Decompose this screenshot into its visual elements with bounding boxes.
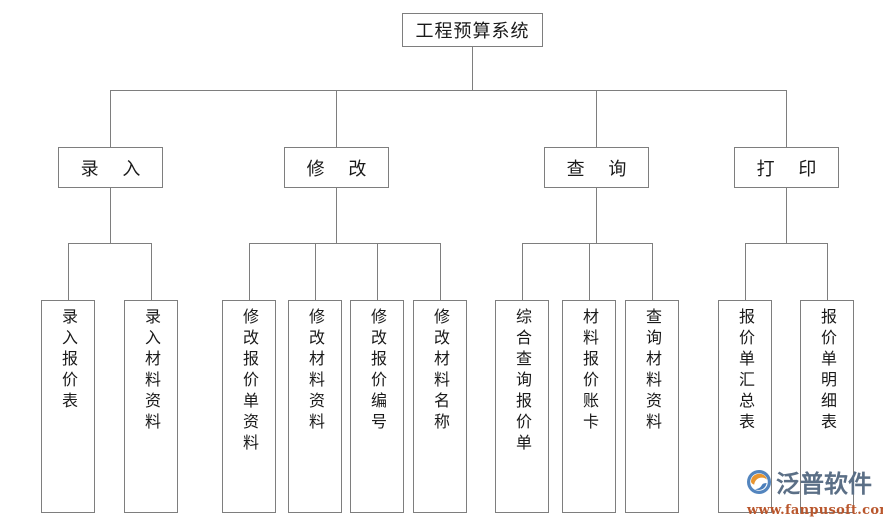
node-leaf-modify-quote-order-data-label: 修改报价单资料 xyxy=(240,308,260,455)
connector-bus2-to-leaf-1 xyxy=(249,243,250,300)
node-leaf-query-material-data[interactable]: 查询材料资料 xyxy=(625,300,679,513)
node-leaf-entry-material-data-label: 录入材料资料 xyxy=(142,308,162,434)
node-leaf-comprehensive-query-quote-label: 综合查询报价单 xyxy=(513,308,533,455)
node-category-entry-label: 录 入 xyxy=(80,158,150,180)
node-category-query[interactable]: 查 询 xyxy=(544,147,649,188)
node-category-modify-label: 修 改 xyxy=(306,158,376,180)
node-leaf-quote-detail-sheet-label: 报价单明细表 xyxy=(818,308,838,434)
node-leaf-modify-quote-number-label: 修改报价编号 xyxy=(368,308,388,434)
connector-category-4-bus xyxy=(745,243,827,244)
connector-bus2-to-leaf-2 xyxy=(315,243,316,300)
node-leaf-comprehensive-query-quote[interactable]: 综合查询报价单 xyxy=(495,300,549,513)
connector-bus1-to-leaf-2 xyxy=(151,243,152,300)
node-leaf-entry-quote-sheet-label: 录入报价表 xyxy=(59,308,79,413)
node-leaf-modify-material-name[interactable]: 修改材料名称 xyxy=(413,300,467,513)
connector-bus4-to-leaf-1 xyxy=(745,243,746,300)
node-root-label: 工程预算系统 xyxy=(415,21,530,42)
connector-category-4-stem xyxy=(786,188,787,243)
node-leaf-modify-material-name-label: 修改材料名称 xyxy=(431,308,451,434)
connector-category-3-stem xyxy=(596,188,597,243)
connector-bus3-to-leaf-3 xyxy=(652,243,653,300)
connector-bus3-to-leaf-2 xyxy=(589,243,590,300)
connector-bus-to-category-4 xyxy=(786,90,787,147)
connector-main-bus xyxy=(110,90,786,91)
node-root[interactable]: 工程预算系统 xyxy=(402,13,543,47)
node-category-modify[interactable]: 修 改 xyxy=(284,147,389,188)
connector-bus-to-category-2 xyxy=(336,90,337,147)
node-leaf-modify-quote-order-data[interactable]: 修改报价单资料 xyxy=(222,300,276,513)
connector-category-3-bus xyxy=(522,243,652,244)
node-leaf-quote-detail-sheet[interactable]: 报价单明细表 xyxy=(800,300,854,513)
connector-category-1-bus xyxy=(68,243,151,244)
connector-bus-to-category-1 xyxy=(110,90,111,147)
connector-bus-to-category-3 xyxy=(596,90,597,147)
connector-bus1-to-leaf-1 xyxy=(68,243,69,300)
connector-bus2-to-leaf-4 xyxy=(440,243,441,300)
node-leaf-quote-summary-sheet-label: 报价单汇总表 xyxy=(736,308,756,434)
node-leaf-quote-summary-sheet[interactable]: 报价单汇总表 xyxy=(718,300,772,513)
node-leaf-modify-material-data[interactable]: 修改材料资料 xyxy=(288,300,342,513)
connector-category-1-stem xyxy=(110,188,111,243)
connector-bus4-to-leaf-2 xyxy=(827,243,828,300)
node-category-print-label: 打 印 xyxy=(756,158,826,180)
node-leaf-modify-material-data-label: 修改材料资料 xyxy=(306,308,326,434)
connector-root-stem xyxy=(472,47,473,90)
node-leaf-query-material-data-label: 查询材料资料 xyxy=(643,308,663,434)
node-category-print[interactable]: 打 印 xyxy=(734,147,839,188)
node-leaf-material-quote-card-label: 材料报价账卡 xyxy=(580,308,600,434)
node-leaf-entry-quote-sheet[interactable]: 录入报价表 xyxy=(41,300,95,513)
node-leaf-material-quote-card[interactable]: 材料报价账卡 xyxy=(562,300,616,513)
node-category-query-label: 查 询 xyxy=(566,158,636,180)
node-leaf-modify-quote-number[interactable]: 修改报价编号 xyxy=(350,300,404,513)
connector-bus2-to-leaf-3 xyxy=(377,243,378,300)
node-leaf-entry-material-data[interactable]: 录入材料资料 xyxy=(124,300,178,513)
connector-category-2-bus xyxy=(249,243,440,244)
node-category-entry[interactable]: 录 入 xyxy=(58,147,163,188)
connector-category-2-stem xyxy=(336,188,337,243)
connector-bus3-to-leaf-1 xyxy=(522,243,523,300)
